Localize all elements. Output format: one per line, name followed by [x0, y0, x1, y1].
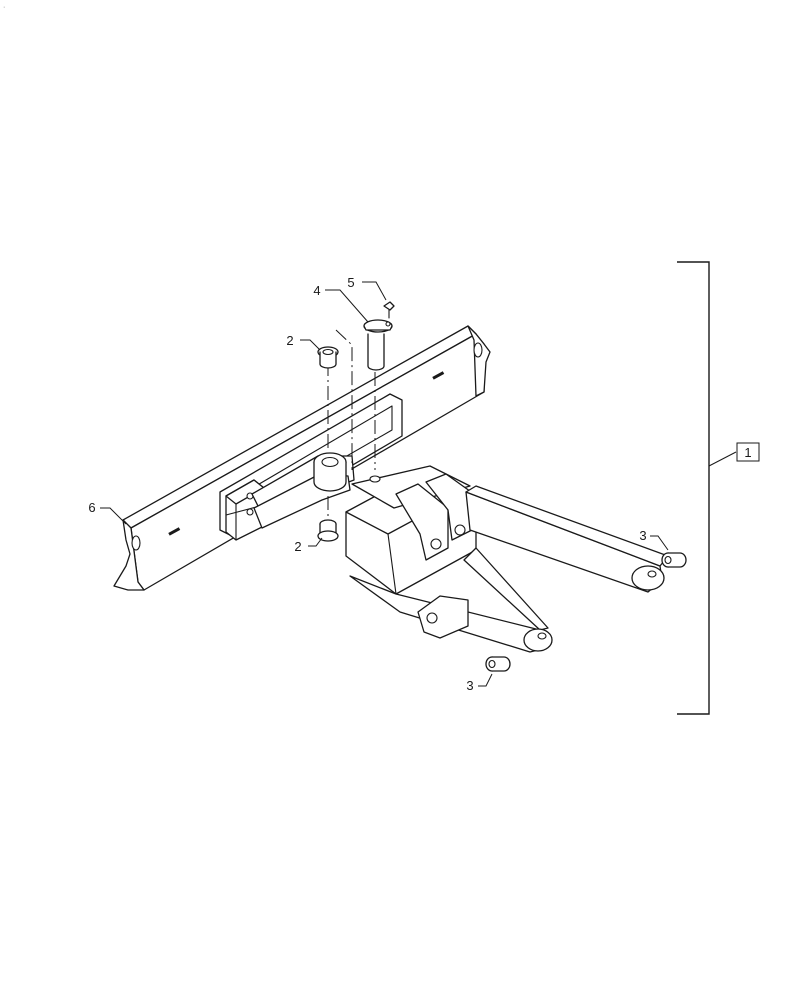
assembly-callout-box	[736, 442, 760, 462]
swing-frame	[345, 465, 669, 653]
callout-frame: 6	[88, 500, 95, 515]
pivot-axis-lines	[327, 329, 376, 522]
bushing-bottom	[317, 519, 339, 542]
assembly-bracket	[677, 261, 710, 715]
bushing-top	[317, 346, 339, 369]
callout-pin: 4	[313, 283, 320, 298]
callouts: 5 4 2 2 6 3 3	[88, 275, 669, 693]
pivot-pin	[363, 319, 393, 371]
callout-bushing-right: 3	[639, 528, 646, 543]
bushing-right	[661, 552, 687, 568]
callout-bushing-left: 3	[466, 678, 473, 693]
callout-bolt: 5	[347, 275, 354, 290]
corner-mark: ·	[3, 4, 5, 11]
callout-assembly: 1	[744, 445, 751, 460]
callout-bushing-bottom: 2	[294, 539, 301, 554]
pivot-bracket	[225, 452, 355, 541]
callout-bushing-top: 2	[286, 333, 293, 348]
bolt	[383, 301, 395, 319]
bushing-left	[485, 656, 511, 672]
